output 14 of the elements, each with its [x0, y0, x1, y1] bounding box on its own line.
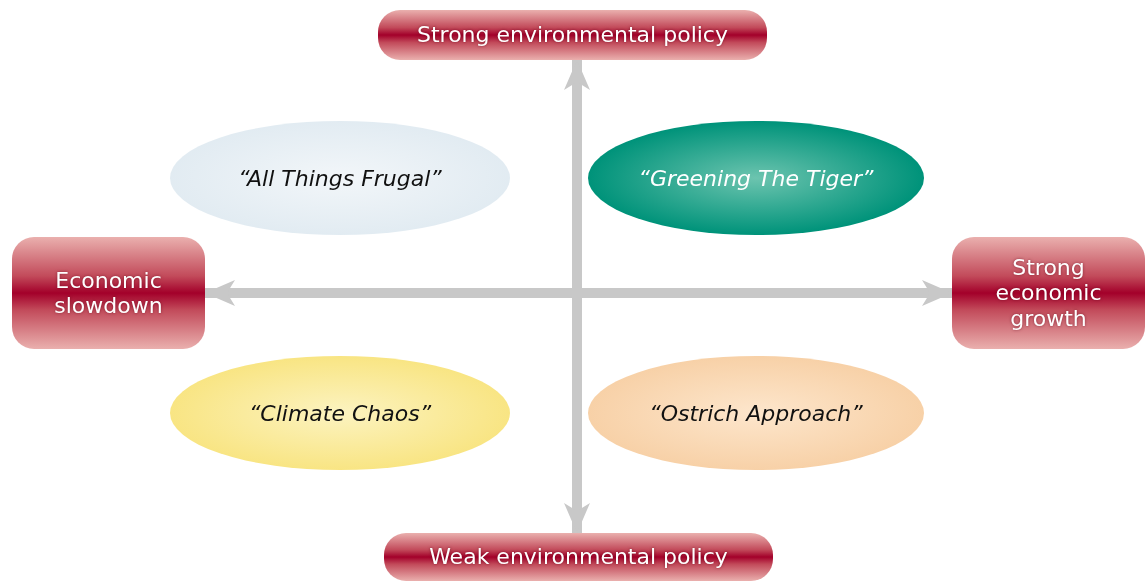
double-arrow: [205, 280, 952, 306]
axis-pole-box: [952, 237, 1145, 349]
double-arrow: [564, 60, 590, 533]
scenario-label: “Greening The Tiger”: [638, 165, 874, 191]
axis-label: Economic slowdown: [53, 267, 164, 319]
scenario-label: “Ostrich Approach”: [649, 400, 863, 426]
axis-pole-box: [12, 237, 205, 349]
axis-label: Strong economic growth: [994, 255, 1103, 331]
axis-label: Strong environmental policy: [417, 22, 728, 48]
axis-pole-box: [378, 10, 767, 60]
scenario-label: “Climate Chaos”: [248, 400, 432, 426]
axis-label: Weak environmental policy: [429, 544, 728, 570]
axis-pole-box: [384, 533, 773, 581]
scenario-label: “All Things Frugal”: [238, 165, 442, 191]
